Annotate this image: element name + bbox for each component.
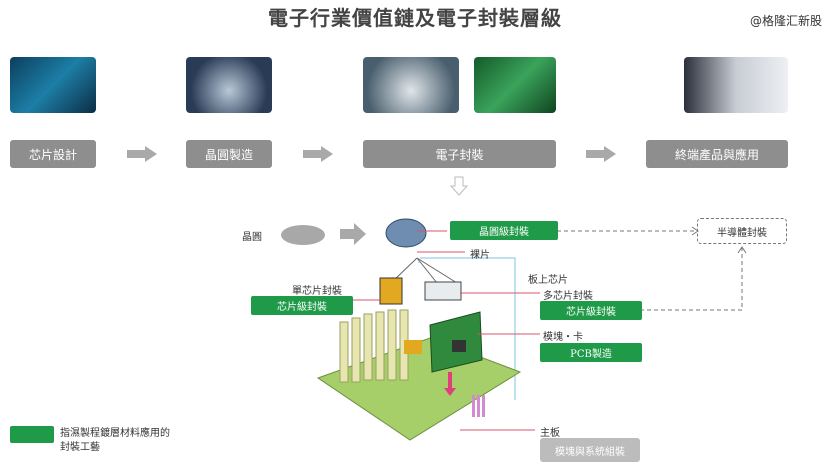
label-module-card: 模塊・卡 [543, 332, 583, 343]
packaging-image-2 [474, 57, 556, 113]
stage-electronic-packaging: 電子封裝 [363, 140, 556, 168]
chip-design-image [10, 57, 96, 113]
arrow-right-icon [303, 146, 333, 162]
wafer-disc [281, 225, 325, 245]
arrow-right-icon [127, 146, 157, 162]
semiconductor-packaging-box: 半導體封裝 [697, 218, 787, 244]
wafer-level-packaging-box: 晶圓級封裝 [450, 221, 558, 240]
single-chip-package [379, 277, 403, 305]
watermark: @格隆汇新股 [749, 14, 822, 28]
stage-end-products: 終端產品與應用 [646, 140, 788, 168]
wafer-fab-image [186, 57, 272, 113]
stage-chip-design: 芯片設計 [10, 140, 96, 168]
arrow-right-icon [340, 223, 366, 245]
page-title: 電子行業價值鏈及電子封裝層級 [268, 6, 562, 30]
arrow-down-icon [450, 176, 468, 196]
packaging-image-1 [363, 57, 459, 113]
chip-level-packaging-box-right: 芯片級封裝 [540, 301, 642, 320]
label-single-chip-package: 單芯片封裝 [292, 286, 342, 297]
multi-chip-package [424, 281, 462, 301]
label-motherboard: 主板 [540, 428, 560, 439]
legend-swatch [10, 426, 54, 443]
label-wafer: 晶圓 [242, 232, 262, 243]
label-multi-chip-package: 多芯片封裝 [543, 291, 593, 302]
legend-line-2: 封裝工藝 [60, 442, 100, 453]
arrow-right-icon [586, 146, 616, 162]
pcb-manufacturing-box: PCB製造 [540, 343, 642, 362]
chip-level-packaging-box-left: 芯片級封裝 [251, 296, 353, 315]
module-system-assembly-box: 模塊與系統組裝 [540, 438, 640, 462]
legend-line-1: 指濕製程鍍層材料應用的 [60, 428, 170, 439]
label-chip-on-board: 板上芯片 [528, 275, 568, 286]
end-product-image [684, 57, 788, 113]
stage-wafer-fab: 晶圓製造 [186, 140, 272, 168]
label-bare-die: 裸片 [470, 250, 490, 261]
wafer-grid [385, 218, 427, 248]
